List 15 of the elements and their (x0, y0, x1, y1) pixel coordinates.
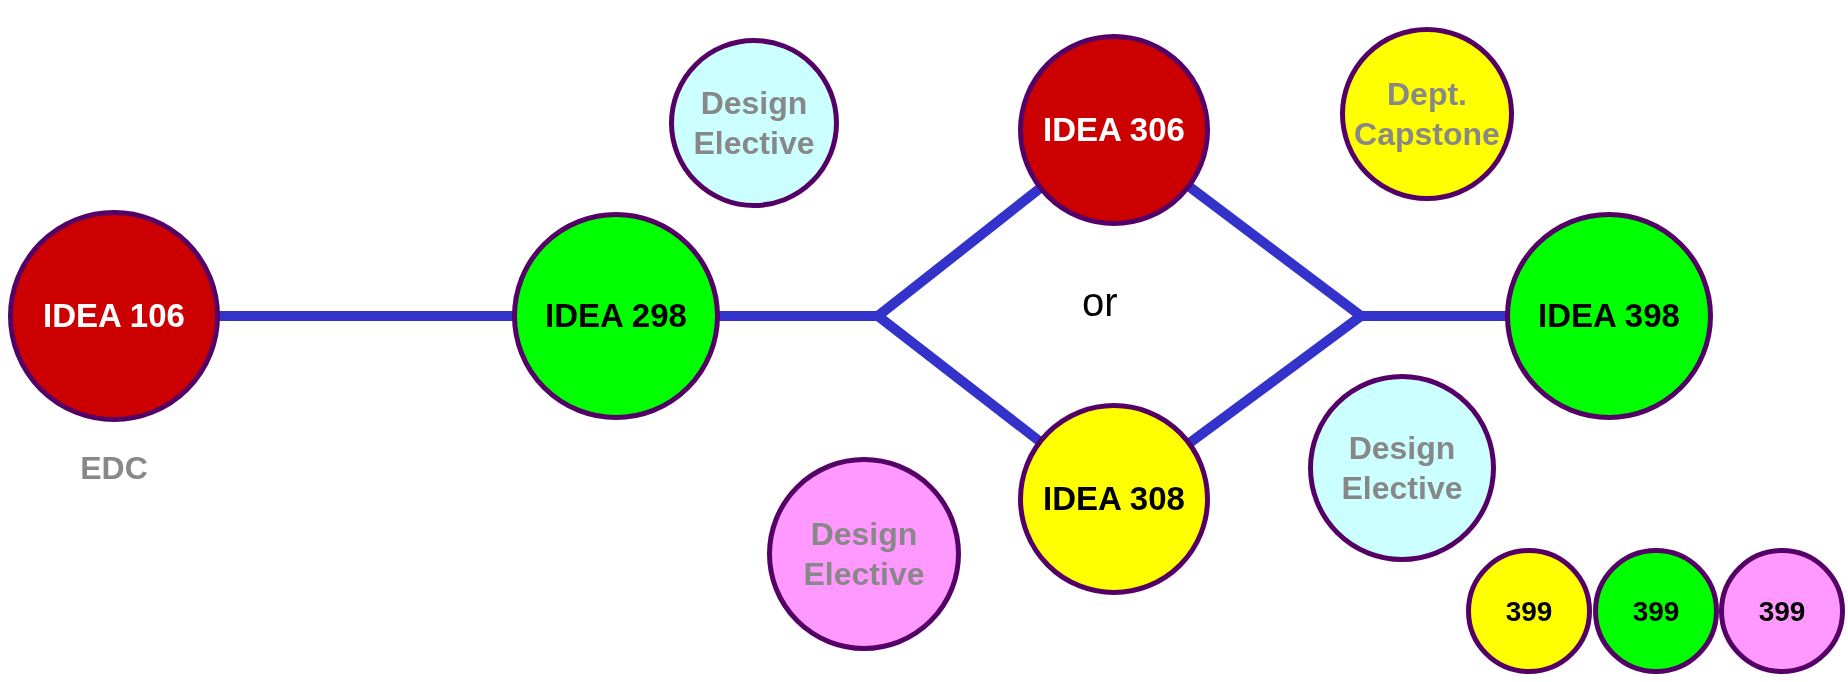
course-label: Dept. Capstone (1353, 75, 1501, 154)
course-label: 399 (1758, 594, 1806, 629)
connector-line (218, 311, 514, 321)
course-label: IDEA 298 (545, 296, 687, 337)
course-label: 399 (1632, 594, 1680, 629)
course-label: IDEA 308 (1043, 479, 1185, 520)
course-label: Design Elective (692, 84, 816, 163)
course-label: Design Elective (1340, 429, 1464, 508)
course-label: 399 (1505, 594, 1553, 629)
node-caption: EDC (79, 449, 149, 488)
choice-label: or (1082, 279, 1118, 326)
course-label: IDEA 106 (43, 296, 185, 337)
course-label: IDEA 398 (1538, 296, 1680, 337)
course-label: Design Elective (802, 515, 926, 594)
course-label: IDEA 306 (1043, 110, 1185, 151)
